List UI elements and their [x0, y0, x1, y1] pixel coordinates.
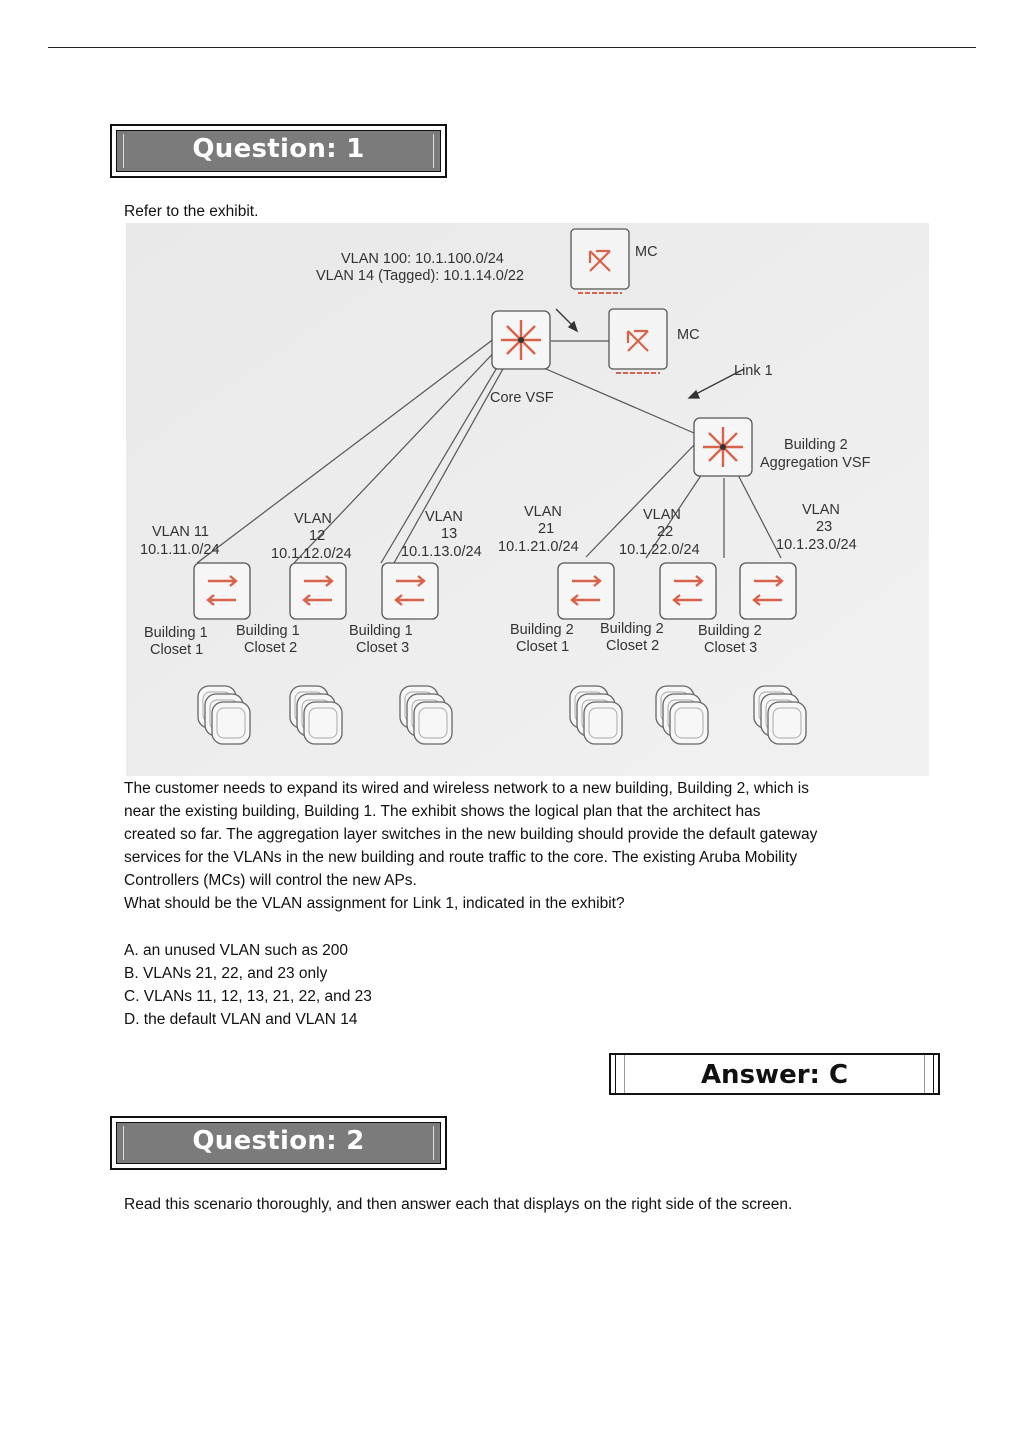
question-prompt: What should be the VLAN assignment for L… [124, 895, 625, 912]
question-2-header: Question: 2 [110, 1116, 447, 1170]
vlan23-line2: 23 [816, 519, 832, 535]
network-diagram: VLAN 100: 10.1.100.0/24 VLAN 14 (Tagged)… [126, 223, 929, 776]
closet-b1c3-line2: Closet 3 [356, 640, 409, 656]
core-vsf-switch [491, 310, 551, 370]
answer-options: A. an unused VLAN such as 200 B. VLANs 2… [124, 939, 372, 1031]
body-line: The customer needs to expand its wired a… [124, 780, 809, 797]
question-2-text: Read this scenario thoroughly, and then … [124, 1196, 793, 1213]
vlan100-label: VLAN 100: 10.1.100.0/24 [341, 251, 504, 267]
closet-b2c3-line1: Building 2 [698, 623, 762, 639]
closet-b2c1-line1: Building 2 [510, 622, 574, 638]
vlan21-line3: 10.1.21.0/24 [498, 539, 579, 555]
vlan22-line1: VLAN [643, 507, 681, 523]
question-1-body: The customer needs to expand its wired a… [124, 777, 924, 915]
arrows [555, 308, 745, 399]
exhibit-intro: Refer to the exhibit. [124, 203, 259, 220]
agg-label-line2: Aggregation VSF [760, 455, 871, 471]
vlan23-line1: VLAN [802, 502, 840, 518]
mc-controller-2 [608, 308, 668, 374]
vlan14-label: VLAN 14 (Tagged): 10.1.14.0/22 [316, 268, 524, 284]
question-2-title: Question: 2 [192, 1126, 365, 1156]
links [196, 337, 782, 564]
body-line: services for the VLANs in the new buildi… [124, 849, 798, 866]
vlan12-line1: VLAN [294, 511, 332, 527]
closet-switch-b2c1 [557, 562, 615, 620]
body-line: near the existing building, Building 1. … [124, 803, 761, 820]
option-a: A. an unused VLAN such as 200 [124, 942, 349, 959]
option-c: C. VLANs 11, 12, 13, 21, 22, and 23 [124, 988, 372, 1005]
agg-label-line1: Building 2 [784, 437, 848, 453]
vlan13-line1: VLAN [425, 509, 463, 525]
closet-switch-b1c1 [193, 562, 251, 620]
vlan11-line1: VLAN 11 [152, 524, 209, 540]
closet-b1c1-line2: Closet 1 [150, 642, 203, 658]
closet-b2c1-line2: Closet 1 [516, 639, 569, 655]
vlan22-line2: 22 [657, 524, 673, 540]
mc2-label: MC [677, 327, 700, 343]
vlan21-line2: 21 [538, 521, 554, 537]
answer-box: Answer: C [609, 1053, 940, 1095]
vlan23-line3: 10.1.23.0/24 [776, 537, 857, 553]
closet-b2c2-line2: Closet 2 [606, 638, 659, 654]
body-line: Controllers (MCs) will control the new A… [124, 872, 417, 889]
closet-switch-b1c2 [289, 562, 347, 620]
mc1-label: MC [635, 244, 658, 260]
closet-switch-b2c3 [739, 562, 797, 620]
vlan13-line2: 13 [441, 526, 457, 542]
option-d: D. the default VLAN and VLAN 14 [124, 1011, 358, 1028]
core-vsf-label: Core VSF [490, 390, 554, 406]
closet-b2c2-line1: Building 2 [600, 621, 664, 637]
closet-switch-b1c3 [381, 562, 439, 620]
closet-b1c3-line1: Building 1 [349, 623, 413, 639]
vlan21-line1: VLAN [524, 504, 562, 520]
question-1-header: Question: 1 [110, 124, 447, 178]
vlan22-line3: 10.1.22.0/24 [619, 542, 700, 558]
answer-label: Answer: C [700, 1060, 849, 1090]
closet-switch-b2c2 [659, 562, 717, 620]
closet-switches [193, 562, 797, 620]
closet-b1c1-line1: Building 1 [144, 625, 208, 641]
link1-label: Link 1 [734, 363, 773, 379]
top-rule [48, 47, 976, 48]
mc-controller-1 [570, 228, 630, 294]
vlan11-line2: 10.1.11.0/24 [140, 542, 220, 558]
closet-b1c2-line2: Closet 2 [244, 640, 297, 656]
vlan13-line3: 10.1.13.0/24 [401, 544, 482, 560]
vlan12-line2: 12 [309, 528, 325, 544]
body-line: created so far. The aggregation layer sw… [124, 826, 818, 843]
option-b: B. VLANs 21, 22, and 23 only [124, 965, 328, 982]
vlan12-line3: 10.1.12.0/24 [271, 546, 352, 562]
closet-b2c3-line2: Closet 3 [704, 640, 757, 656]
closet-b1c2-line1: Building 1 [236, 623, 300, 639]
question-1-title: Question: 1 [192, 134, 365, 164]
aggregation-vsf-switch [693, 417, 753, 477]
network-exhibit: VLAN 100: 10.1.100.0/24 VLAN 14 (Tagged)… [126, 223, 929, 776]
